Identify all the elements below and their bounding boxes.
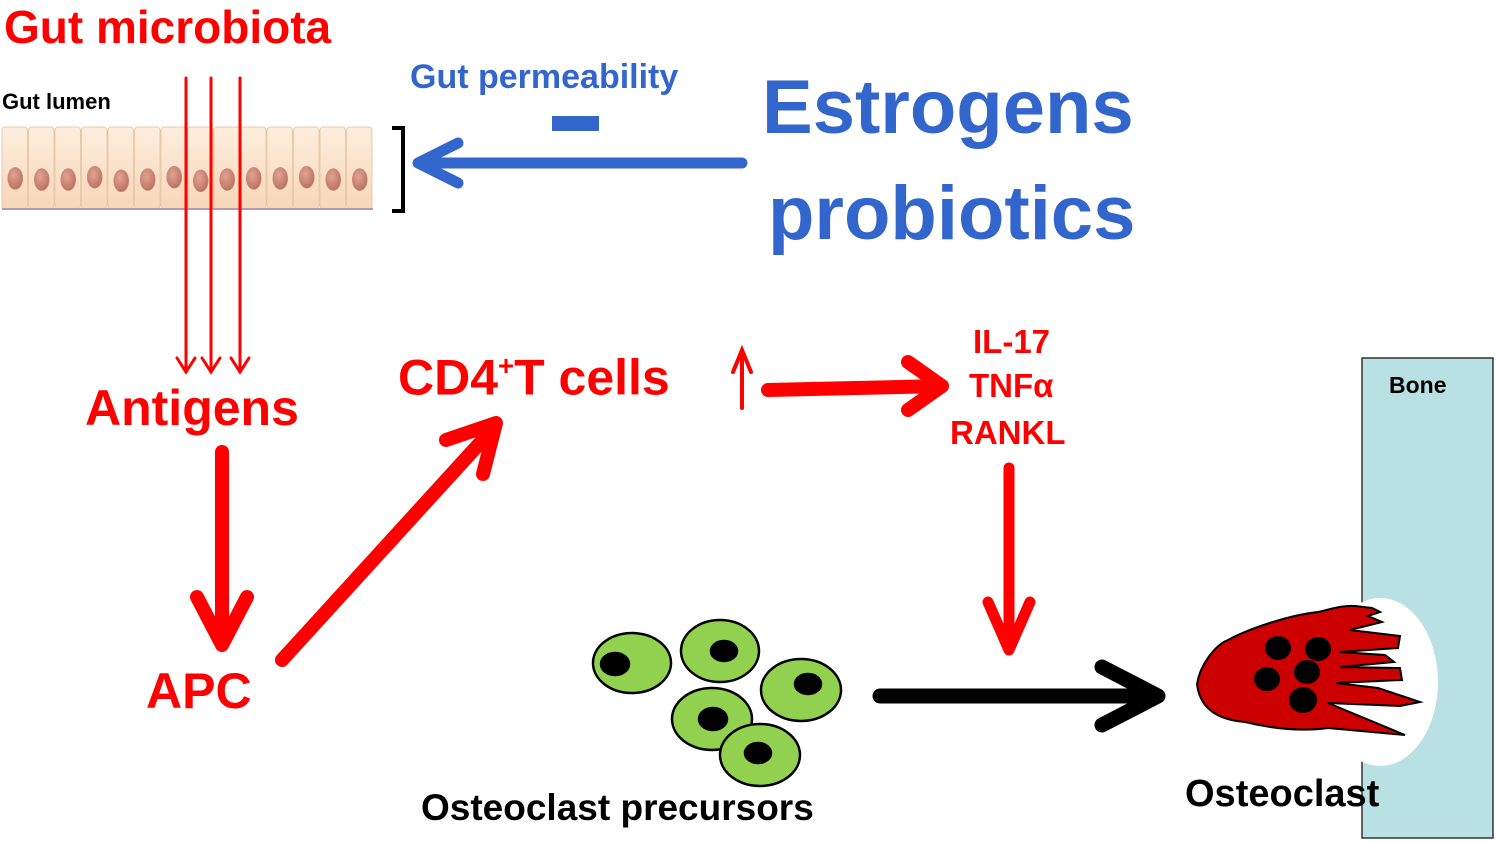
precursor-cell [591, 631, 673, 695]
osteoclast-label: Osteoclast [1185, 773, 1380, 815]
epithelial-cell [187, 126, 214, 210]
epithelial-nucleus [60, 168, 77, 191]
osteoclast-precursors [591, 618, 843, 788]
cytokine-tnfa: TNFα [969, 367, 1054, 404]
epithelial-nucleus [86, 165, 103, 189]
gut-microbiota-label: Gut microbiota [4, 1, 332, 53]
cd4-suffix: T cells [514, 349, 670, 406]
epithelium-bracket [392, 126, 405, 213]
osteoclast-nucleus [1294, 660, 1320, 684]
cd4-t-cells-label: CD4+T cells [398, 349, 670, 406]
epithelial-cell [346, 126, 373, 210]
precursor-cell [718, 722, 802, 788]
osteoclast-nucleus [1254, 667, 1280, 691]
epithelial-cell [54, 126, 81, 210]
cytokine-rankl: RANKL [950, 414, 1066, 451]
permeability-arrow [412, 137, 748, 189]
precursor-cell [679, 618, 761, 684]
cd4-to-cytokines-arrow [761, 355, 949, 417]
epithelial-nucleus [166, 165, 183, 189]
apc-to-cd4-arrow [275, 416, 503, 667]
epithelial-nucleus [33, 168, 50, 191]
epithelial-nucleus [325, 168, 342, 191]
epithelial-nucleus [245, 167, 262, 190]
apc-label: APC [146, 663, 252, 719]
epithelial-nucleus [113, 169, 130, 193]
probiotics-label: probiotics [768, 171, 1136, 256]
microbiota-arrows [175, 76, 251, 375]
bone-block [1361, 357, 1494, 839]
epithelial-nucleus [192, 169, 209, 193]
epithelial-cell [134, 126, 161, 210]
differentiation-arrow [872, 659, 1166, 733]
epithelial-nucleus [139, 168, 156, 191]
increase-arrow [731, 344, 753, 410]
cytokine-il17: IL-17 [973, 323, 1051, 360]
gut-lumen-label: Gut lumen [2, 89, 111, 114]
precursor-cell [759, 657, 843, 723]
osteoclast-cell [1195, 604, 1424, 736]
cd4-sup: + [498, 350, 515, 381]
epithelial-nucleus [272, 167, 289, 190]
estrogens-label: Estrogens [762, 65, 1134, 150]
epithelial-nucleus [298, 165, 315, 189]
osteoclast-nucleus [1305, 637, 1331, 661]
epithelial-cell [107, 126, 134, 210]
gut-epithelium [1, 126, 373, 210]
epithelial-cell [28, 126, 55, 210]
minus-sign [552, 116, 599, 131]
epithelial-nucleus [351, 168, 368, 191]
epithelial-cell [213, 126, 240, 210]
gut-permeability-label: Gut permeability [410, 58, 679, 96]
antigens-to-apc-arrow [190, 445, 254, 652]
osteoclast-nucleus [1265, 636, 1291, 660]
osteoclast-precursors-label: Osteoclast precursors [421, 787, 814, 828]
epithelial-nucleus [7, 167, 24, 190]
cd4-prefix: CD4 [398, 349, 499, 406]
osteoclast-nucleus [1289, 687, 1317, 713]
epithelial-cell [319, 126, 346, 210]
bone-label: Bone [1389, 372, 1447, 398]
antigens-label: Antigens [85, 380, 299, 436]
cytokines-down-arrow [982, 462, 1036, 656]
epithelial-nucleus [219, 168, 236, 191]
